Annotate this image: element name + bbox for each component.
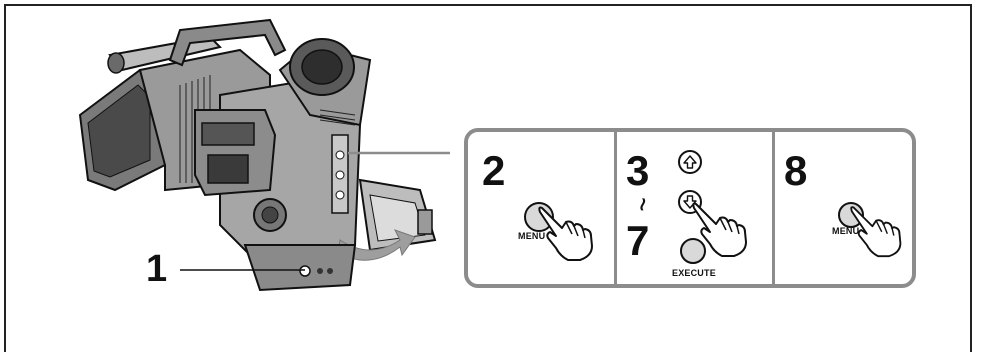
- step-3-number: 3: [626, 150, 649, 192]
- step-1-number: 1: [146, 250, 167, 288]
- execute-button-label: EXECUTE: [672, 268, 716, 278]
- range-mark: ≀: [638, 194, 645, 215]
- panel-divider-1: [614, 132, 617, 284]
- pointing-hand-icon: [850, 202, 906, 258]
- up-arrow-button[interactable]: [678, 150, 702, 174]
- callout-line-1: [180, 265, 310, 275]
- panel-divider-2: [772, 132, 775, 284]
- camcorder-illustration: [70, 15, 450, 300]
- step-7-number: 7: [626, 220, 649, 262]
- up-arrow-icon: [682, 154, 698, 170]
- execute-button[interactable]: [680, 238, 706, 264]
- step-2-number: 2: [482, 150, 505, 192]
- instruction-panel: 2 MENU 3 ≀ 7 EXECUTE 8 MENU: [464, 128, 916, 288]
- step-8-number: 8: [784, 150, 807, 192]
- pointing-hand-icon: [538, 202, 598, 262]
